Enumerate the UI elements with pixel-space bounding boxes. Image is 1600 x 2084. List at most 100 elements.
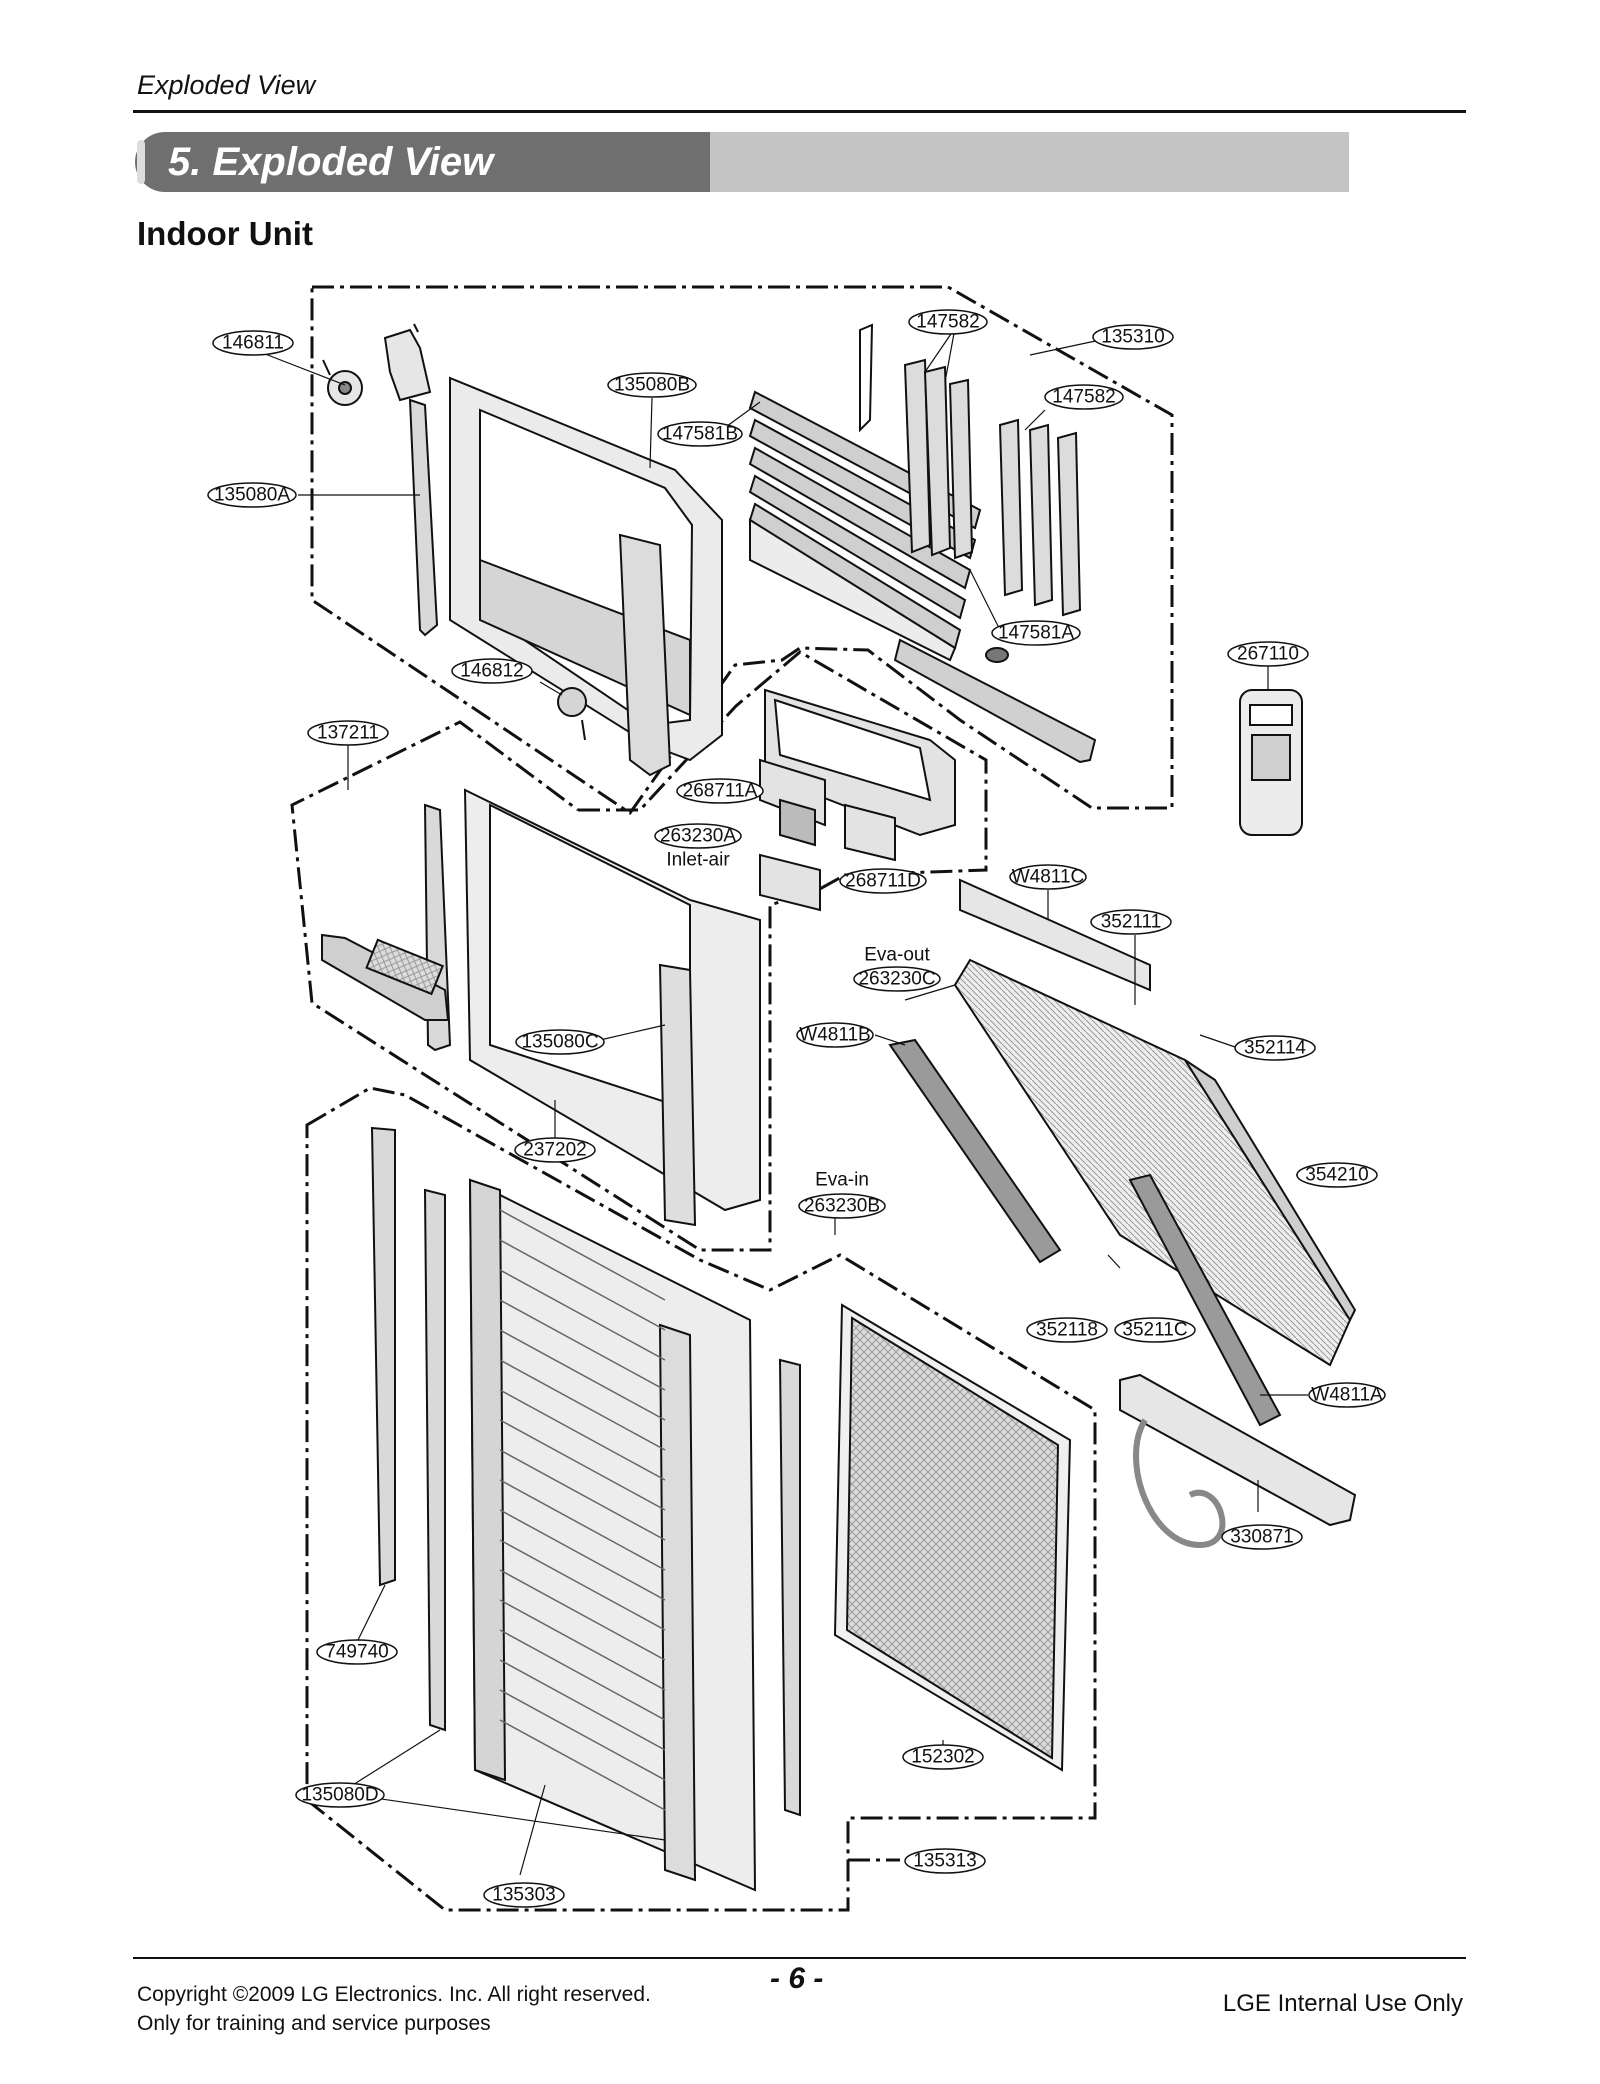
callout-152302 bbox=[902, 1744, 984, 1770]
grille-slats bbox=[499, 1209, 666, 1811]
motor-hub bbox=[338, 381, 352, 395]
label-268711D: 268711D bbox=[845, 871, 921, 892]
label-W4811A: W4811A bbox=[1311, 1385, 1383, 1406]
label-263230A: 263230A bbox=[660, 826, 736, 847]
callout-147582-mid bbox=[1044, 384, 1124, 410]
control-box-assembly bbox=[759, 688, 956, 912]
section-banner: 5. Exploded View bbox=[135, 132, 1349, 192]
callout-263230B bbox=[798, 1193, 886, 1219]
callout-263230C bbox=[853, 966, 941, 992]
callout-146812 bbox=[451, 658, 533, 684]
callout-268711D bbox=[839, 868, 927, 894]
callout-352118 bbox=[1026, 1317, 1108, 1343]
callout-352114 bbox=[1234, 1035, 1316, 1061]
part-callouts bbox=[207, 309, 1386, 1908]
callout-135313 bbox=[904, 1848, 986, 1874]
main-frame-135080B bbox=[449, 376, 723, 777]
label-330871: 330871 bbox=[1230, 1527, 1293, 1548]
label-135080B: 135080B bbox=[614, 375, 690, 396]
footer-copyright: Copyright ©2009 LG Electronics. Inc. All… bbox=[137, 1980, 651, 2038]
callout-352111 bbox=[1090, 909, 1172, 935]
air-filter-152302 bbox=[833, 1303, 1072, 1772]
evaporator-354210 bbox=[953, 958, 1357, 1367]
callout-330871 bbox=[1221, 1524, 1303, 1550]
drain-pan-330871 bbox=[1119, 1373, 1357, 1549]
callout-263230A bbox=[654, 823, 742, 849]
label-147582-mid: 147582 bbox=[1052, 387, 1115, 408]
group-boundaries bbox=[290, 285, 1174, 1912]
label-267110: 267110 bbox=[1237, 644, 1299, 665]
internal-use-note: LGE Internal Use Only bbox=[1222, 1990, 1463, 2017]
label-352111: 352111 bbox=[1101, 912, 1162, 933]
callout-W4811B bbox=[796, 1022, 874, 1048]
caption-eva-in: Eva-in bbox=[815, 1170, 869, 1191]
callout-749740 bbox=[316, 1639, 398, 1665]
callout-135080D bbox=[295, 1782, 385, 1808]
callout-354210 bbox=[1296, 1162, 1378, 1188]
label-135080A: 135080A bbox=[214, 485, 290, 506]
callout-267110 bbox=[1227, 641, 1309, 667]
callout-237202 bbox=[514, 1137, 596, 1163]
label-35211C: 35211C bbox=[1122, 1320, 1187, 1341]
label-146812: 146812 bbox=[460, 661, 523, 682]
header-divider bbox=[133, 110, 1466, 113]
callout-135303 bbox=[483, 1882, 565, 1908]
label-352114: 352114 bbox=[1244, 1038, 1306, 1059]
side-rails-lower bbox=[370, 1126, 801, 1817]
part-labels: 146811 135080A 135080B 147581B 147582 13… bbox=[214, 312, 1383, 1906]
leader-lines bbox=[259, 327, 1308, 1876]
label-135310: 135310 bbox=[1101, 327, 1164, 348]
link-bar-147581A bbox=[893, 638, 1097, 764]
callout-147581B bbox=[657, 421, 743, 447]
label-263230B: 263230B bbox=[804, 1196, 880, 1217]
label-354210: 354210 bbox=[1305, 1165, 1368, 1186]
label-146811: 146811 bbox=[222, 333, 284, 354]
label-W4811C: W4811C bbox=[1012, 867, 1085, 888]
label-152302: 152302 bbox=[911, 1747, 974, 1768]
callout-146811 bbox=[212, 330, 294, 356]
callout-135080B bbox=[607, 372, 697, 398]
evaporator-side-plates bbox=[888, 878, 1282, 1427]
callout-135310 bbox=[1092, 324, 1174, 350]
callout-268711A bbox=[676, 778, 764, 804]
label-147582-top: 147582 bbox=[916, 312, 979, 333]
label-W4811B: W4811B bbox=[799, 1025, 870, 1046]
boundary-upper-frame bbox=[310, 285, 1174, 816]
label-137211: 137211 bbox=[317, 723, 379, 744]
caption-eva-out: Eva-out bbox=[864, 945, 930, 966]
callout-135080C bbox=[515, 1029, 605, 1055]
left-side-rail-135080A bbox=[408, 398, 439, 637]
footer-divider bbox=[133, 1957, 1466, 1959]
callout-137211 bbox=[307, 720, 389, 746]
banner-accent bbox=[137, 140, 145, 184]
callout-135080A bbox=[207, 482, 297, 508]
label-135313: 135313 bbox=[913, 1851, 976, 1872]
label-263230C: 263230C bbox=[858, 969, 935, 990]
label-135080D: 135080D bbox=[301, 1785, 378, 1806]
boundary-control-box bbox=[290, 650, 988, 1252]
page-subtitle: Indoor Unit bbox=[137, 215, 313, 252]
label-147581A: 147581A bbox=[998, 623, 1074, 644]
front-grille-135303 bbox=[468, 1178, 757, 1892]
swing-motor-146812 bbox=[557, 687, 587, 741]
label-268711A: 268711A bbox=[683, 781, 758, 802]
banner-dark-segment bbox=[135, 132, 710, 192]
callout-147582-top bbox=[908, 309, 988, 335]
callout-W4811C bbox=[1009, 864, 1087, 890]
copyright-line-1: Copyright ©2009 LG Electronics. Inc. All… bbox=[137, 1983, 651, 2006]
label-237202: 237202 bbox=[523, 1140, 586, 1161]
swing-motor-assembly bbox=[322, 323, 432, 406]
exploded-view-diagram: 146811 135080A 135080B 147581B 147582 13… bbox=[207, 285, 1386, 1912]
banner-light-segment bbox=[710, 132, 1349, 192]
callout-35211C bbox=[1114, 1317, 1196, 1343]
label-147581B: 147581B bbox=[662, 424, 738, 445]
banner-title: 5. Exploded View bbox=[168, 140, 494, 184]
motor-bracket bbox=[383, 328, 432, 402]
callout-W4811A bbox=[1308, 1382, 1386, 1408]
label-352118: 352118 bbox=[1036, 1320, 1098, 1341]
label-749740: 749740 bbox=[325, 1642, 388, 1663]
page-number: - 6 - bbox=[770, 1962, 824, 1995]
vertical-louvers-147582 bbox=[859, 323, 1082, 617]
copyright-line-2: Only for training and service purposes bbox=[137, 2012, 491, 2035]
header-section-title: Exploded View bbox=[137, 70, 316, 100]
